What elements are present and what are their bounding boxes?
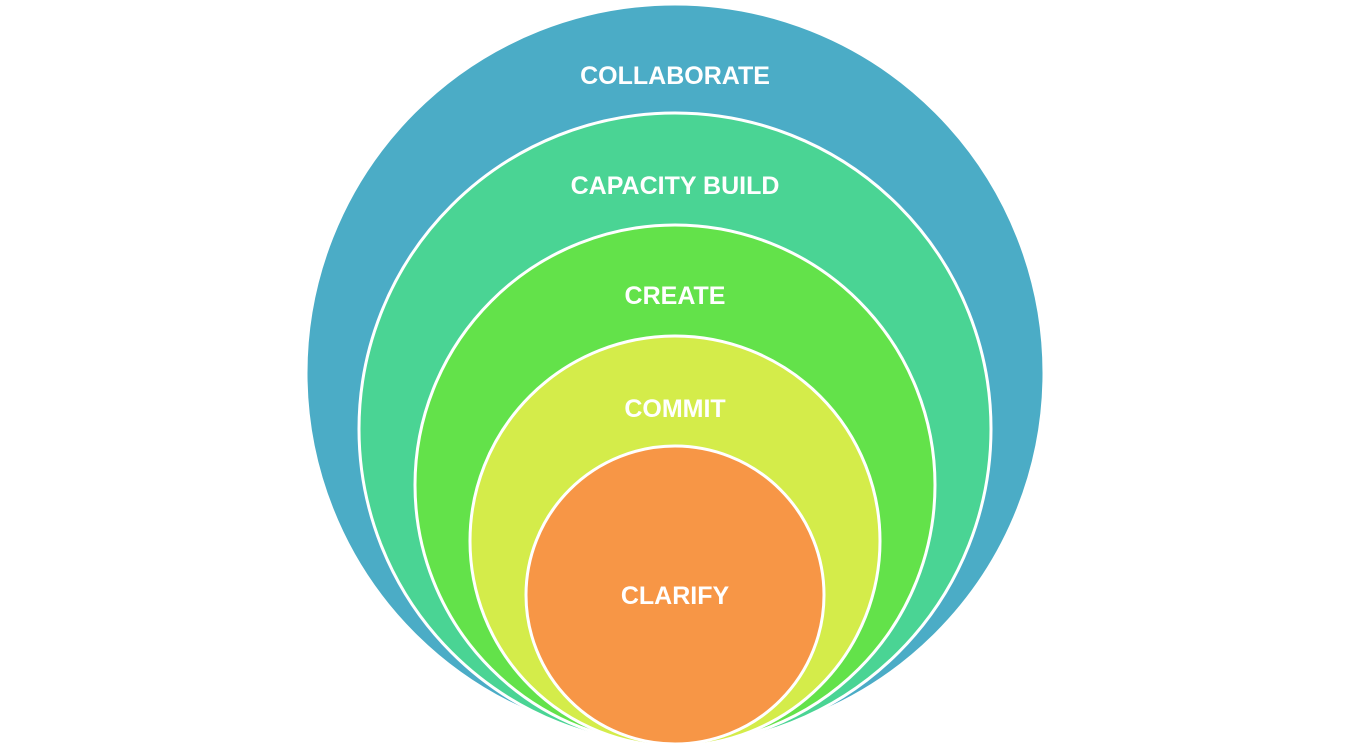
- ring-clarify: CLARIFY: [524, 444, 826, 746]
- ring-collaborate-label: COLLABORATE: [580, 62, 770, 90]
- ring-clarify-label: CLARIFY: [621, 582, 730, 610]
- ring-commit-label: COMMIT: [624, 395, 725, 423]
- ring-capacity-build-label: CAPACITY BUILD: [571, 172, 780, 200]
- ring-create-label: CREATE: [625, 282, 726, 310]
- ring-clarify-circle: [524, 444, 826, 746]
